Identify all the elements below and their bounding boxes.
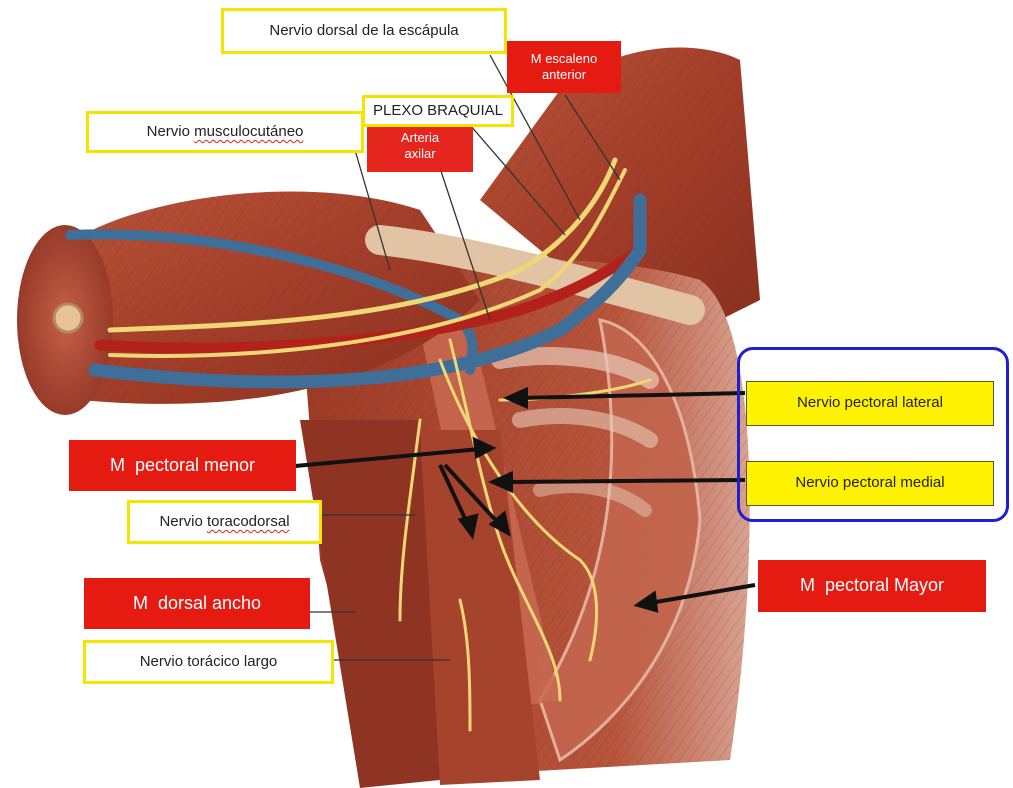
- label-m-pectoral-menor: M pectoral menor: [69, 440, 296, 491]
- label-m-pectoral-mayor: M pectoral Mayor: [758, 560, 986, 612]
- label-nervio-musculocutaneo: Nervio musculocutáneo: [86, 111, 364, 153]
- label-m-dorsal-ancho: M dorsal ancho: [84, 578, 310, 629]
- label-musculocutaneo-prefix: Nervio: [147, 124, 195, 141]
- label-toracodorsal-prefix: Nervio: [159, 514, 207, 531]
- label-arteria-line2: axilar: [404, 146, 435, 162]
- label-arteria-axilar: Arteria axilar: [367, 120, 473, 172]
- latissimus-dorsi: [300, 420, 440, 788]
- label-plexo-braquial: PLEXO BRAQUIAL: [362, 95, 514, 127]
- label-nervio-toracico-largo: Nervio torácico largo: [83, 640, 334, 684]
- label-musculocutaneo-word: musculocutáneo: [194, 124, 303, 141]
- label-m-escaleno-line2: anterior: [542, 67, 586, 83]
- label-m-escaleno-anterior: M escaleno anterior: [507, 41, 621, 93]
- label-toracodorsal-word: toracodorsal: [207, 514, 290, 531]
- humerus: [54, 304, 82, 332]
- label-nervio-pectoral-medial: Nervio pectoral medial: [746, 461, 994, 506]
- label-arteria-line1: Arteria: [401, 130, 439, 146]
- label-nervio-dorsal-escapula: Nervio dorsal de la escápula: [221, 8, 507, 54]
- label-nervio-pectoral-lateral: Nervio pectoral lateral: [746, 381, 994, 426]
- label-nervio-toracodorsal: Nervio toracodorsal: [127, 500, 322, 544]
- label-m-escaleno-line1: M escaleno: [531, 51, 597, 67]
